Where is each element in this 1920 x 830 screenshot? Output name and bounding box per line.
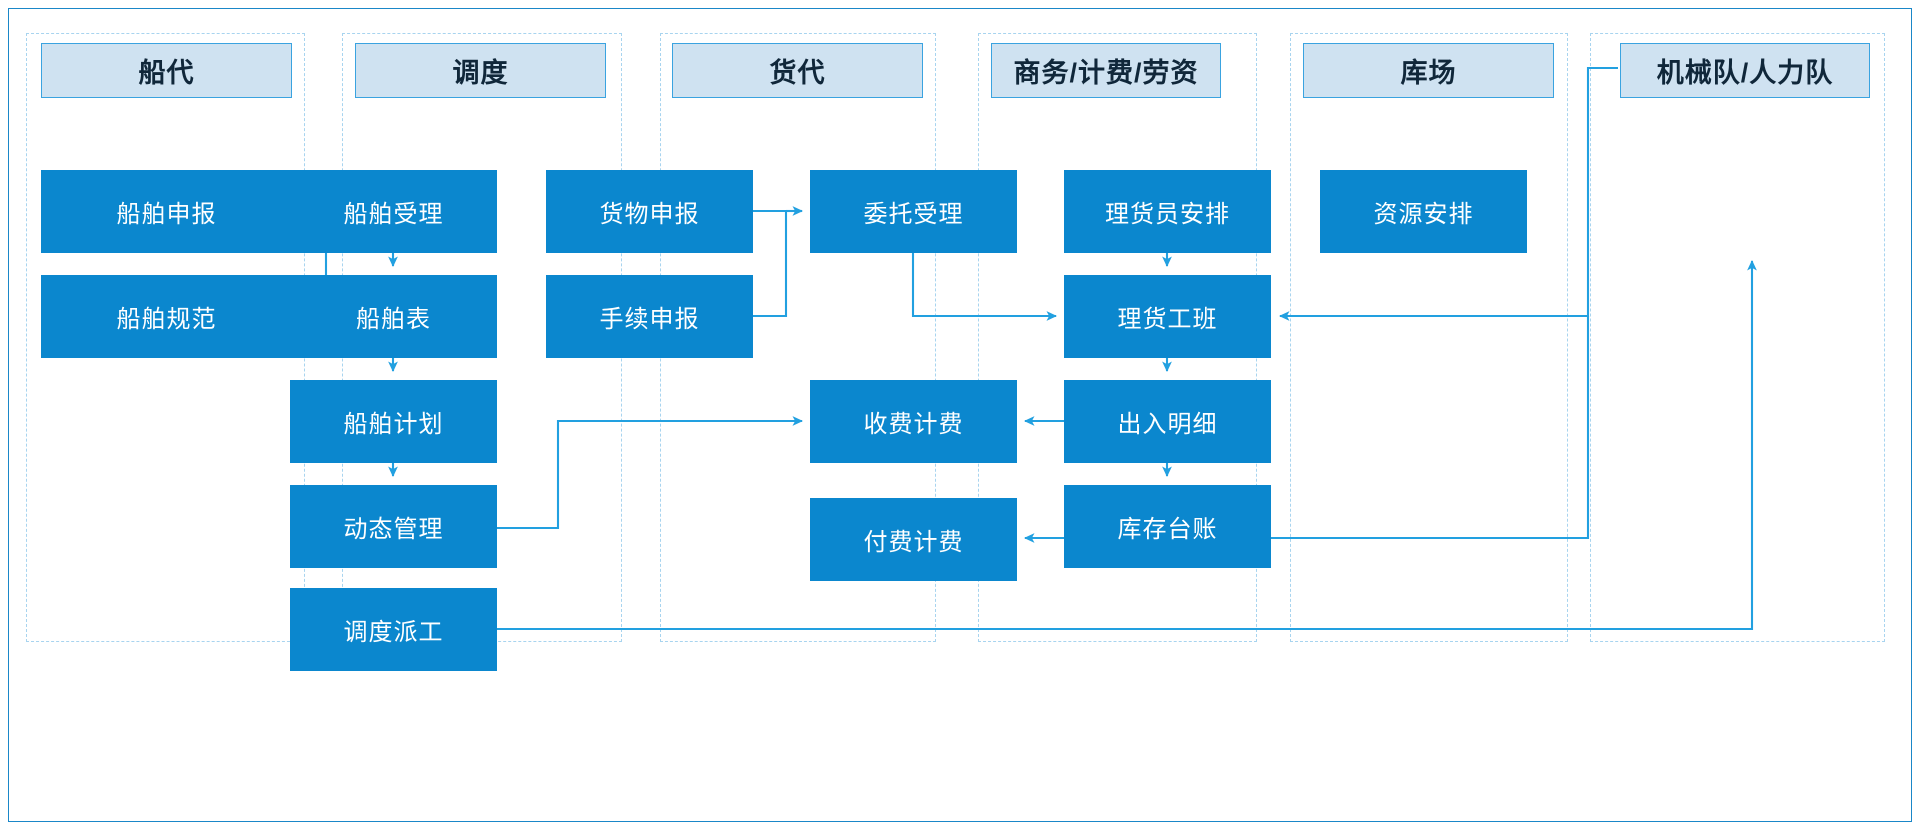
node-chuanbo-shenbao[interactable]: 船舶申报 <box>41 170 292 253</box>
node-chuanbo-jihua[interactable]: 船舶计划 <box>290 380 497 463</box>
node-diaodu-paigong[interactable]: 调度派工 <box>290 588 497 671</box>
lane-header-jixiedui: 机械队/人力队 <box>1620 43 1870 98</box>
node-chuanbo-biao[interactable]: 船舶表 <box>290 275 497 358</box>
node-dongtai-guanli[interactable]: 动态管理 <box>290 485 497 568</box>
lane-header-shangwu: 商务/计费/劳资 <box>991 43 1221 98</box>
node-weituo-shouli[interactable]: 委托受理 <box>810 170 1017 253</box>
node-shouxu-shenbao[interactable]: 手续申报 <box>546 275 753 358</box>
lane-header-huodai: 货代 <box>672 43 923 98</box>
lane-header-kuchang: 库场 <box>1303 43 1554 98</box>
node-chuanbo-guifan[interactable]: 船舶规范 <box>41 275 292 358</box>
diagram-outer-frame <box>8 8 1912 822</box>
lane-kuchang <box>1290 33 1568 642</box>
node-kucun-taizhang[interactable]: 库存台账 <box>1064 485 1271 568</box>
node-ziyuan-anpai[interactable]: 资源安排 <box>1320 170 1527 253</box>
lane-jixiedui <box>1590 33 1885 642</box>
lane-header-chuandai: 船代 <box>41 43 292 98</box>
node-chuanbo-shouli[interactable]: 船舶受理 <box>290 170 497 253</box>
node-lihuoyuan-anpai[interactable]: 理货员安排 <box>1064 170 1271 253</box>
node-fufei-jifei[interactable]: 付费计费 <box>810 498 1017 581</box>
node-shoufei-jifei[interactable]: 收费计费 <box>810 380 1017 463</box>
lane-header-diaodu: 调度 <box>355 43 606 98</box>
node-churu-mingxi[interactable]: 出入明细 <box>1064 380 1271 463</box>
node-lihuo-gongban[interactable]: 理货工班 <box>1064 275 1271 358</box>
node-huowu-shenbao[interactable]: 货物申报 <box>546 170 753 253</box>
